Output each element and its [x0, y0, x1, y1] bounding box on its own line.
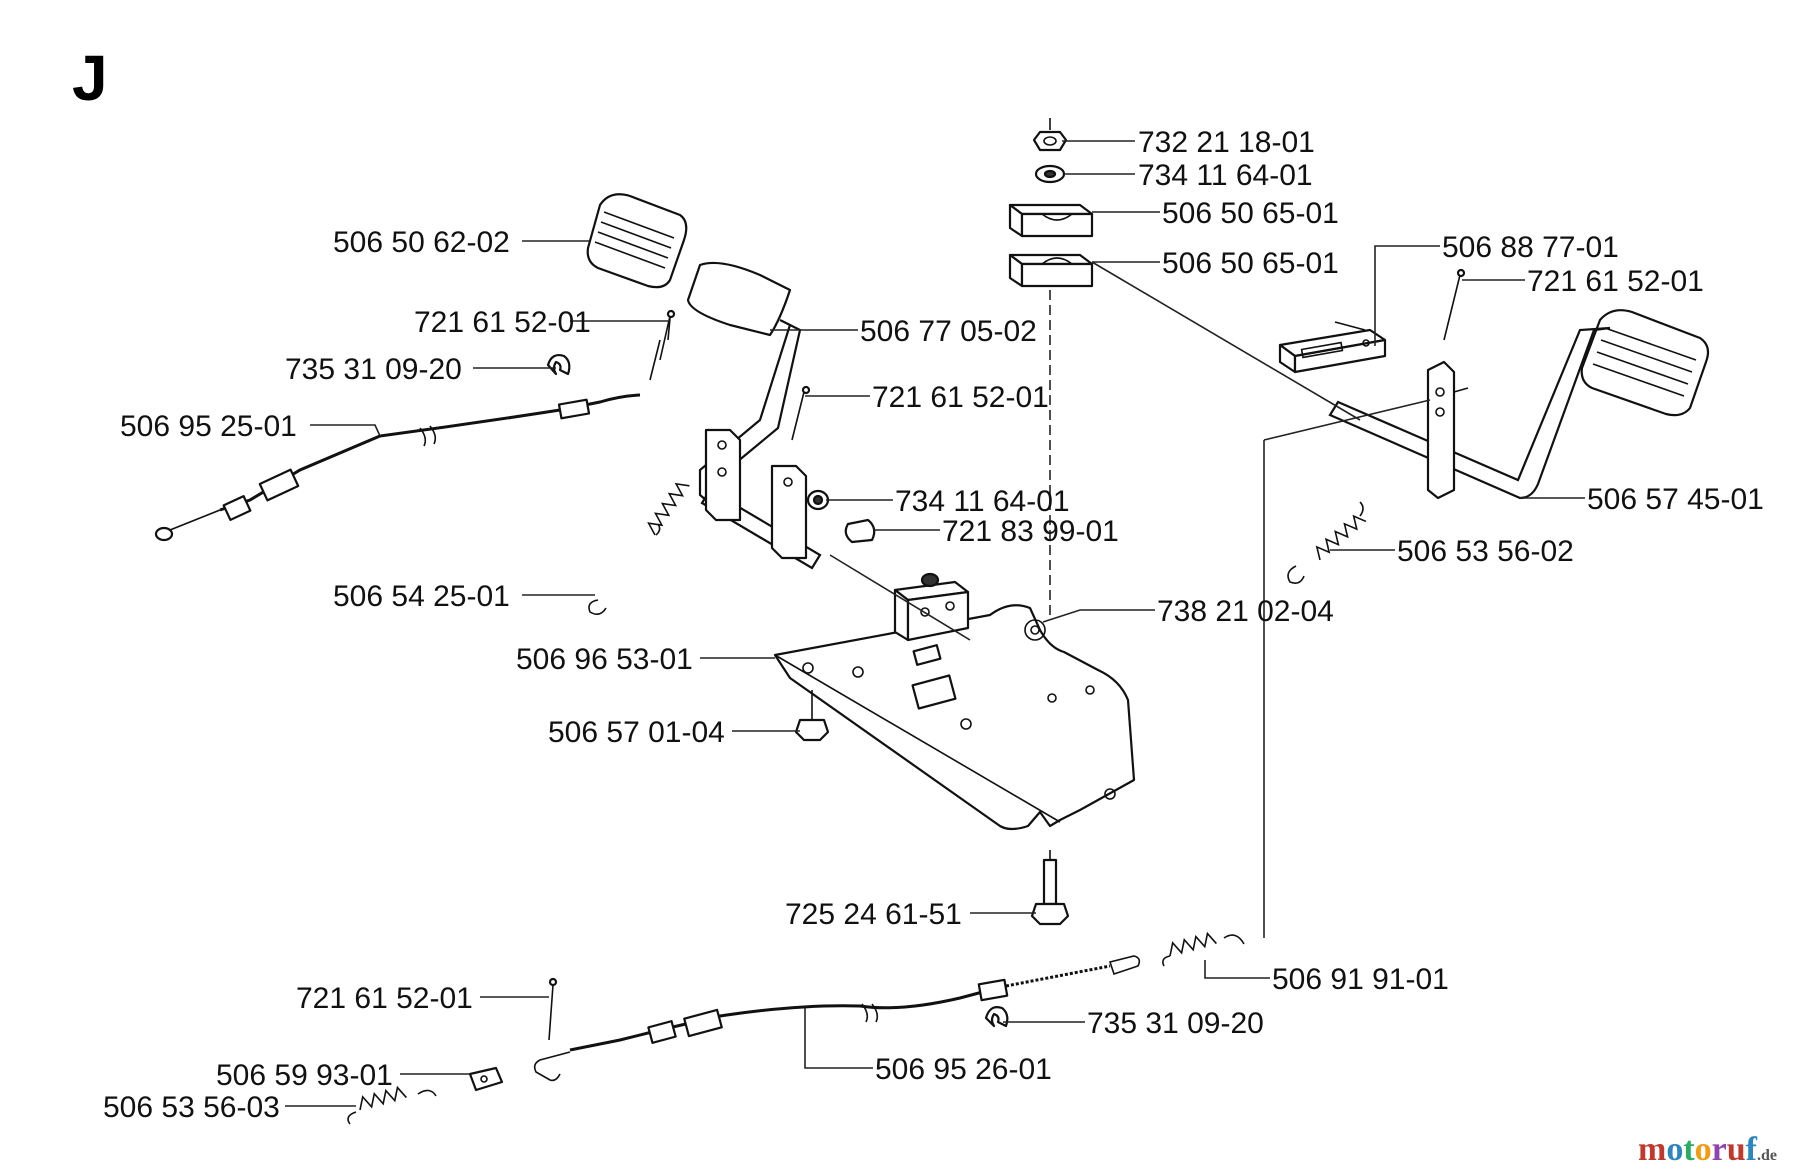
clevis-pin — [844, 518, 876, 544]
part-label-506-59-93-01: 506 59 93-01 — [216, 1059, 393, 1092]
part-label-506-57-01-04: 506 57 01-04 — [548, 716, 725, 749]
part-label-506-95-25-01: 506 95 25-01 — [120, 410, 297, 443]
watermark-suffix: .de — [1757, 1147, 1777, 1164]
cotter-pin-bottom — [548, 977, 558, 1041]
part-label-721-61-52-01-upper: 721 61 52-01 — [414, 306, 591, 339]
e-clip-left — [546, 353, 571, 376]
part-label-732-21-18-01: 732 21 18-01 — [1138, 126, 1315, 159]
cable-left — [154, 393, 641, 542]
clamp-block-upper — [1008, 203, 1094, 238]
mounting-plate — [773, 604, 1136, 831]
part-label-506-54-25-01: 506 54 25-01 — [333, 580, 510, 613]
part-label-721-83-99-01: 721 83 99-01 — [942, 515, 1119, 548]
washer-part — [1034, 164, 1066, 184]
cotter-pin-left — [791, 385, 811, 441]
clamp-block-lower — [1008, 253, 1094, 288]
cable-bottom — [533, 955, 1141, 1082]
part-label-734-11-64-01-top: 734 11 64-01 — [1138, 159, 1313, 192]
cotter-pin-upper — [659, 309, 676, 361]
part-label-506-57-45-01: 506 57 45-01 — [1587, 483, 1764, 516]
part-label-734-11-64-01-mid: 734 11 64-01 — [895, 485, 1070, 518]
part-labels: 732 21 18-01 734 11 64-01 506 50 65-01 5… — [103, 126, 1764, 1124]
spring-pin-left — [649, 317, 671, 381]
watermark-letter: t — [1683, 1131, 1695, 1168]
part-label-506-50-62-02: 506 50 62-02 — [333, 226, 510, 259]
part-label-738-21-02-04: 738 21 02-04 — [1157, 595, 1334, 628]
part-label-506-95-26-01: 506 95 26-01 — [875, 1053, 1052, 1086]
watermark-logo: motoruf.de — [1638, 1131, 1777, 1168]
part-label-506-50-65-01-upper: 506 50 65-01 — [1162, 197, 1339, 230]
pedal-pad-rubber — [586, 193, 688, 289]
small-washer-left — [806, 489, 830, 511]
part-label-735-31-09-20-bottom: 735 31 09-20 — [1087, 1007, 1264, 1040]
part-label-735-31-09-20-left: 735 31 09-20 — [285, 353, 462, 386]
part-label-721-61-52-01-right: 721 61 52-01 — [1527, 265, 1704, 298]
slotted-plate — [1278, 321, 1387, 374]
part-label-506-91-91-01: 506 91 91-01 — [1272, 963, 1449, 996]
part-label-506-50-65-01-lower: 506 50 65-01 — [1162, 247, 1339, 280]
part-label-721-61-52-01-bottom: 721 61 52-01 — [296, 982, 473, 1015]
bolt-long — [1030, 850, 1070, 926]
part-label-506-53-56-02: 506 53 56-02 — [1397, 535, 1574, 568]
watermark-letter: f — [1746, 1131, 1758, 1168]
e-clip-bottom — [984, 1006, 1009, 1028]
part-label-725-24-61-51: 725 24 61-51 — [785, 898, 962, 931]
pedal-pad-right — [1580, 309, 1710, 417]
part-label-721-61-52-01-mid: 721 61 52-01 — [872, 381, 1049, 414]
leader-lines — [285, 140, 1585, 1107]
pivot-bracket-left — [704, 428, 808, 560]
part-label-506-77-05-02: 506 77 05-02 — [860, 315, 1037, 348]
clip-bracket-bottom — [468, 1066, 504, 1092]
spring-right — [1287, 501, 1367, 584]
part-label-506-53-56-03: 506 53 56-03 — [103, 1091, 280, 1124]
spring-bottom-left — [347, 1085, 437, 1125]
pivot-bracket-right — [1426, 360, 1469, 500]
nut-part — [1032, 118, 1068, 152]
watermark-letter: m — [1638, 1131, 1666, 1168]
watermark-letter: r — [1712, 1131, 1727, 1168]
clamp-block-plate — [893, 572, 970, 642]
spring-bottom-right — [1162, 931, 1245, 967]
part-label-506-96-53-01: 506 96 53-01 — [516, 643, 693, 676]
watermark-letter: o — [1695, 1131, 1712, 1168]
watermark-letter: u — [1727, 1131, 1746, 1168]
section-letter: J — [72, 42, 108, 114]
watermark-letter: o — [1666, 1131, 1683, 1168]
cotter-pin-right — [1443, 268, 1466, 341]
part-label-506-88-77-01: 506 88 77-01 — [1442, 231, 1619, 264]
bolt-small — [794, 690, 830, 742]
spring-left — [588, 482, 690, 616]
